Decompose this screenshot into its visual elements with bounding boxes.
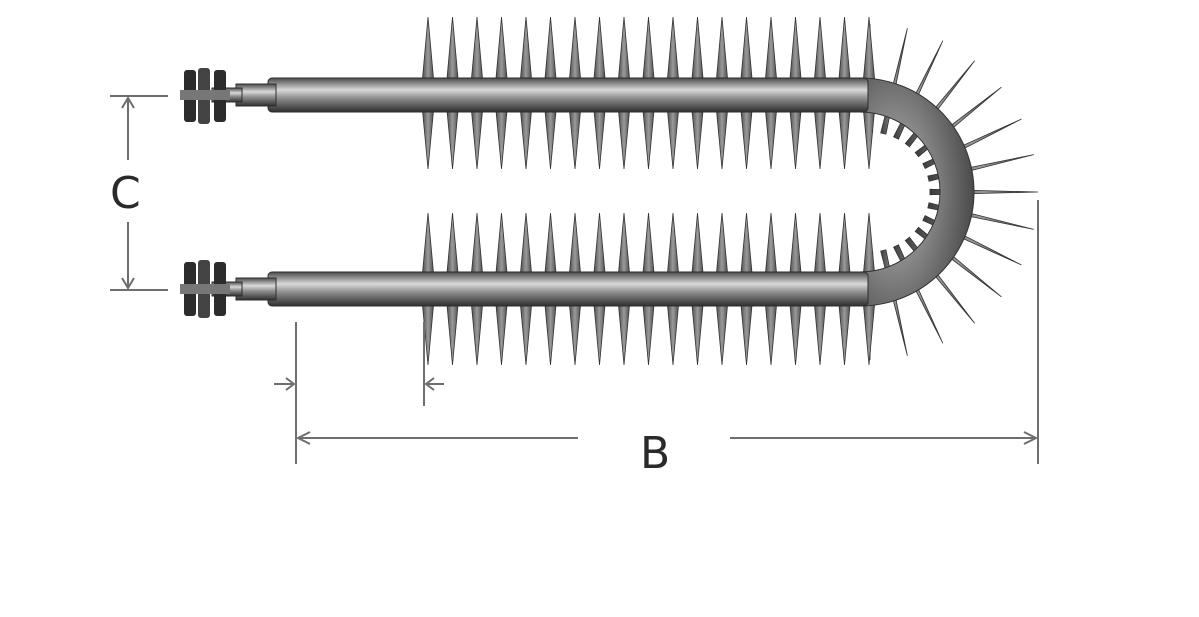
straight-fins: [420, 16, 877, 366]
terminal-nut-icon: [180, 68, 230, 124]
lower-tube: [211, 271, 869, 307]
dimension-b: [295, 200, 1039, 464]
upper-tube: [211, 77, 869, 113]
u-bend-tube: [859, 77, 975, 307]
dimension-c: [110, 95, 168, 291]
dimension-b-label: B: [640, 428, 670, 479]
terminal-nut-icon: [180, 260, 230, 318]
fin-offset-dimension: [274, 322, 444, 406]
dimension-c-label: C: [110, 168, 141, 219]
